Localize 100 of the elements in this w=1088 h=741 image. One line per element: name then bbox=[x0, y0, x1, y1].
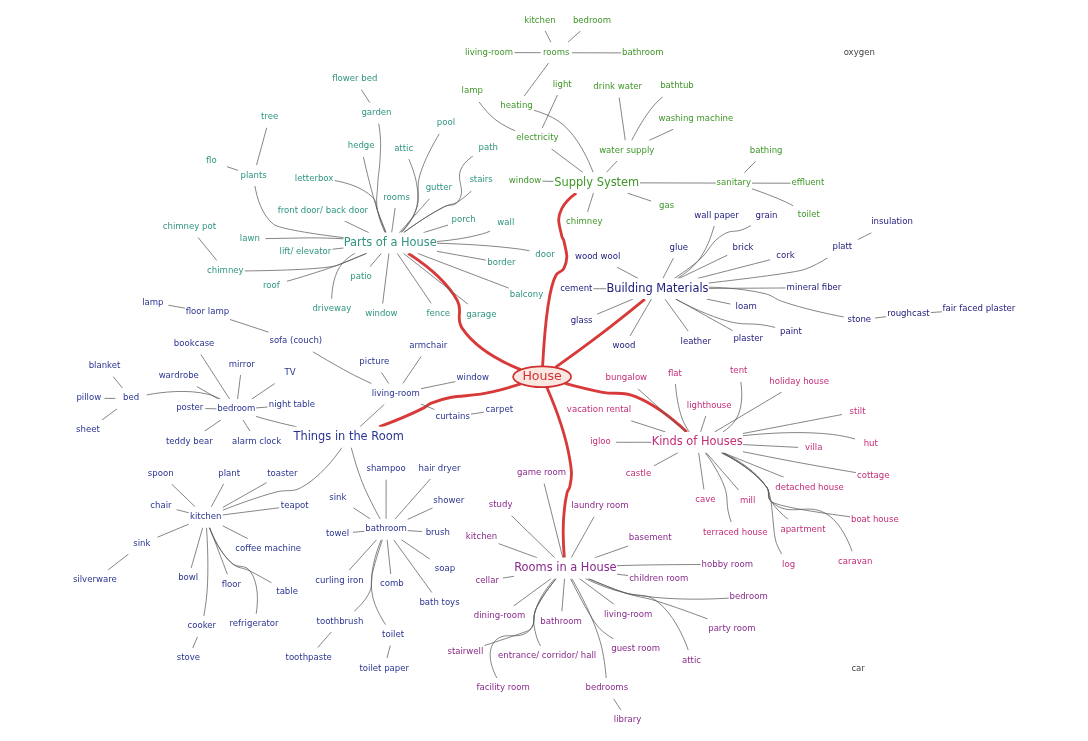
connector bbox=[251, 383, 276, 400]
node-text: gutter bbox=[425, 182, 453, 193]
connector bbox=[637, 388, 686, 433]
node-text: curtains bbox=[435, 410, 470, 421]
node-text: plants bbox=[240, 169, 267, 180]
node-text: study bbox=[488, 499, 513, 510]
connector bbox=[662, 257, 674, 279]
node-text: front door/ back door bbox=[277, 204, 369, 215]
node-text: pillow bbox=[76, 392, 102, 403]
connector bbox=[208, 527, 273, 584]
node-text: mill bbox=[739, 494, 756, 505]
node-text: garage bbox=[466, 308, 497, 319]
connector bbox=[103, 398, 116, 399]
connector bbox=[401, 158, 419, 233]
node-text: window bbox=[508, 174, 542, 185]
node-text: fence bbox=[426, 307, 451, 318]
connector bbox=[533, 109, 594, 173]
node-text: wood wool bbox=[574, 250, 621, 261]
connector bbox=[229, 319, 269, 333]
node-text: vacation rental bbox=[566, 404, 632, 415]
connector bbox=[470, 411, 485, 415]
node-text: cork bbox=[776, 249, 795, 260]
node-text: cave bbox=[695, 493, 716, 504]
connector bbox=[592, 288, 607, 290]
connector bbox=[420, 381, 456, 390]
connector bbox=[706, 298, 731, 305]
node-text: lamp bbox=[461, 85, 483, 96]
node-text: chair bbox=[150, 499, 172, 510]
connector bbox=[369, 253, 382, 268]
node-text: refrigerator bbox=[229, 618, 279, 629]
node-text: TV bbox=[284, 367, 296, 378]
node-text: blanket bbox=[88, 360, 121, 371]
connector bbox=[402, 252, 469, 305]
node-text: loam bbox=[735, 301, 757, 312]
node-text: shower bbox=[433, 494, 465, 505]
connector bbox=[254, 185, 345, 239]
connector bbox=[571, 578, 607, 679]
node-text: silverware bbox=[72, 574, 117, 585]
connector bbox=[489, 578, 557, 679]
connector bbox=[204, 419, 222, 432]
node-text: game room bbox=[517, 467, 567, 478]
connector bbox=[678, 254, 728, 279]
node-text: sanitary bbox=[716, 177, 752, 188]
node-text: igloo bbox=[590, 436, 611, 447]
connector bbox=[400, 539, 431, 560]
node-text: cement bbox=[560, 282, 593, 293]
connector bbox=[203, 527, 209, 617]
node-text: sheet bbox=[76, 424, 100, 435]
node-text: tree bbox=[261, 111, 279, 122]
node-text: toilet paper bbox=[359, 662, 410, 673]
node-text: floor lamp bbox=[185, 306, 230, 317]
node-text: bed bbox=[123, 392, 140, 403]
node-text: living-room bbox=[371, 387, 420, 398]
connector bbox=[698, 452, 705, 490]
node-text: lift/ elevator bbox=[279, 246, 332, 257]
connector bbox=[484, 578, 557, 646]
node-text: rooms bbox=[542, 46, 570, 57]
node-text: brick bbox=[732, 241, 754, 252]
node-text: boat house bbox=[850, 513, 899, 524]
node-text: toothbrush bbox=[316, 615, 364, 626]
connector bbox=[360, 89, 371, 104]
connector bbox=[742, 451, 857, 473]
connector bbox=[436, 250, 487, 261]
node-text: entrance/ corridor/ hall bbox=[498, 650, 597, 661]
node-text: bathroom bbox=[622, 46, 664, 57]
node-text: carpet bbox=[485, 403, 514, 414]
connector bbox=[630, 420, 666, 433]
connector bbox=[200, 353, 230, 400]
connector bbox=[613, 698, 622, 711]
connector bbox=[403, 155, 474, 233]
node-text: insulation bbox=[871, 216, 913, 227]
node-text: border bbox=[487, 256, 516, 267]
node-text: bedrooms bbox=[585, 682, 629, 693]
connector bbox=[197, 236, 218, 261]
node-text: bedroom bbox=[217, 403, 256, 414]
node-text: kitchen bbox=[465, 531, 498, 542]
connector bbox=[226, 166, 239, 171]
label: car bbox=[851, 663, 865, 674]
connector bbox=[376, 123, 386, 233]
connector bbox=[222, 507, 280, 516]
label: oxygen bbox=[843, 46, 875, 57]
node-text: teapot bbox=[280, 499, 309, 510]
connector bbox=[742, 414, 843, 434]
connector bbox=[204, 408, 217, 410]
connector bbox=[348, 539, 377, 571]
node-text: hedge bbox=[347, 140, 375, 151]
node-text: wardrobe bbox=[158, 370, 199, 381]
node-text: hut bbox=[863, 437, 878, 448]
node-text: table bbox=[276, 586, 298, 597]
connector bbox=[544, 30, 552, 43]
node-text: guest room bbox=[611, 643, 660, 654]
node-text: basement bbox=[628, 532, 672, 543]
connector bbox=[265, 237, 345, 240]
connector bbox=[705, 452, 740, 491]
connector bbox=[615, 441, 652, 443]
node-text: bathing bbox=[749, 144, 783, 155]
node-text: cooker bbox=[187, 620, 217, 631]
connector bbox=[704, 452, 732, 523]
node-text: holiday house bbox=[769, 375, 829, 386]
connector bbox=[571, 52, 622, 54]
